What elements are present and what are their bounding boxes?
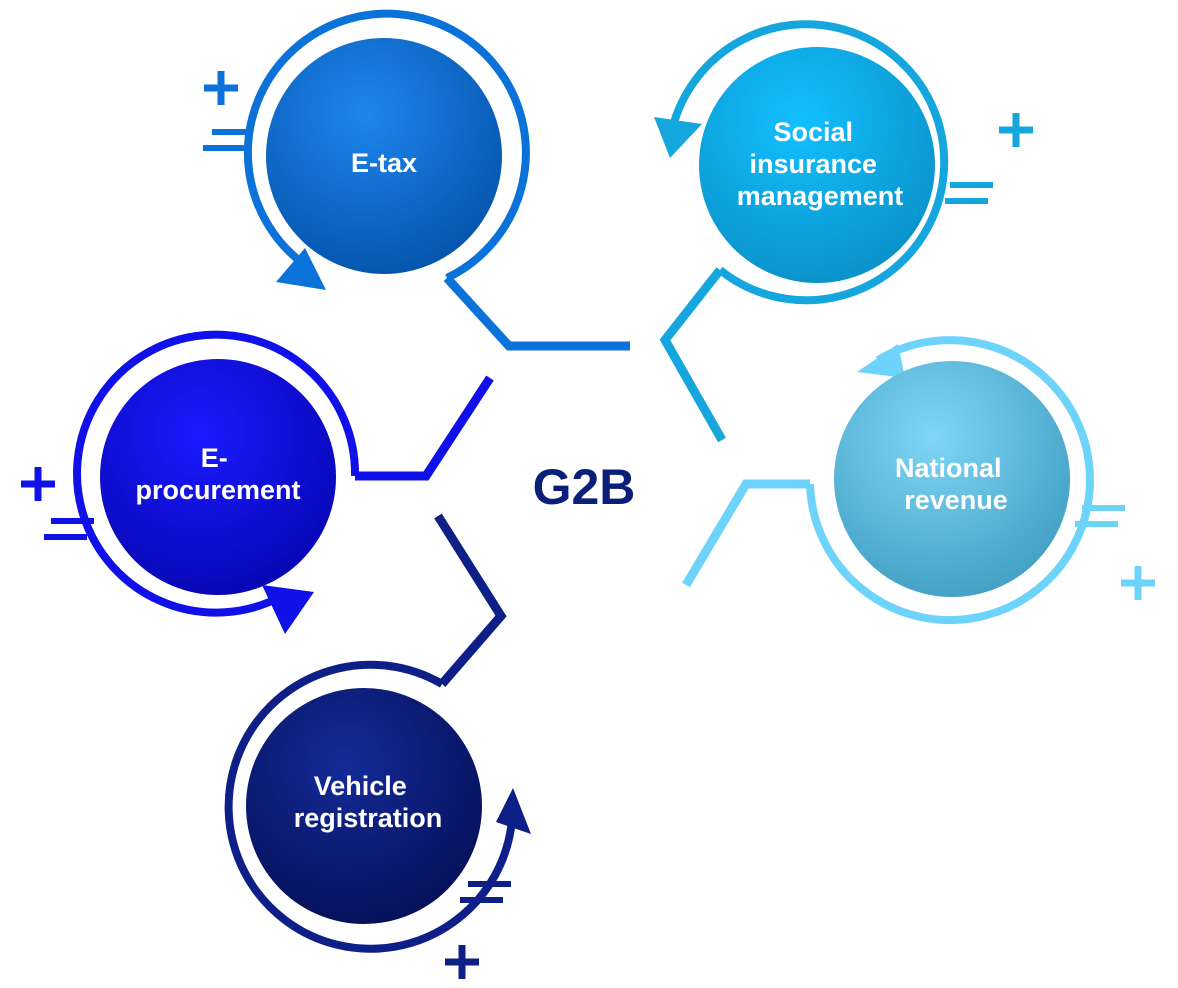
node-etax: E-tax [203, 9, 530, 290]
circle-eproc [100, 359, 336, 595]
arrowhead-natrev [857, 344, 905, 378]
connector-vehicle [434, 513, 507, 687]
circle-etax [266, 38, 502, 274]
connector-eproc [355, 375, 494, 481]
label-social: Social insurance management [737, 117, 904, 211]
equals-icon [203, 129, 248, 151]
label-etax: E-tax [351, 148, 417, 178]
circle-vehicle [246, 688, 482, 924]
connector-natrev [682, 479, 810, 588]
node-natrev: National revenue [806, 336, 1155, 625]
equals-icon [1075, 505, 1125, 527]
ring-vehicle [224, 660, 516, 953]
label-etax-line-1: E-tax [351, 148, 417, 178]
ring-natrev [806, 336, 1094, 625]
plus-icon [21, 467, 55, 501]
equals-icon [945, 182, 993, 204]
arrowhead-etax [276, 248, 326, 290]
label-vehicle-line-1: Vehicle [314, 771, 407, 801]
label-natrev-line-2: revenue [904, 485, 1008, 515]
circle-social [699, 47, 935, 283]
node-eproc: E- procurement [21, 330, 360, 634]
plus-icon [999, 113, 1033, 147]
label-natrev: National revenue [895, 453, 1009, 515]
equals-icon [460, 881, 511, 903]
circle-natrev [834, 361, 1070, 597]
label-social-line-1: Social [773, 117, 853, 147]
label-vehicle-line-2: registration [294, 803, 443, 833]
node-vehicle: Vehicle registration [224, 660, 531, 979]
node-social: Social insurance management [654, 20, 1033, 305]
label-eproc: E- procurement [135, 443, 300, 505]
label-eproc-line-2: procurement [135, 475, 300, 505]
connector-social [659, 267, 726, 443]
connector-etax [443, 274, 630, 351]
plus-icon [204, 71, 238, 105]
equals-icon [44, 518, 94, 540]
label-social-line-3: management [737, 181, 904, 211]
connectors [355, 267, 810, 687]
plus-icon [445, 945, 479, 979]
center-label: G2B [533, 459, 636, 515]
arrowhead-social [654, 117, 702, 158]
label-vehicle: Vehicle registration [294, 771, 443, 833]
plus-icon [1121, 566, 1155, 600]
arrowhead-vehicle [496, 788, 531, 834]
arrowhead-eproc [262, 585, 314, 634]
label-social-line-2: insurance [749, 149, 877, 179]
ring-etax [243, 9, 530, 282]
ring-social [668, 20, 949, 305]
ring-eproc [73, 330, 360, 617]
label-eproc-line-1: E- [201, 443, 228, 473]
label-natrev-line-1: National [895, 453, 1002, 483]
